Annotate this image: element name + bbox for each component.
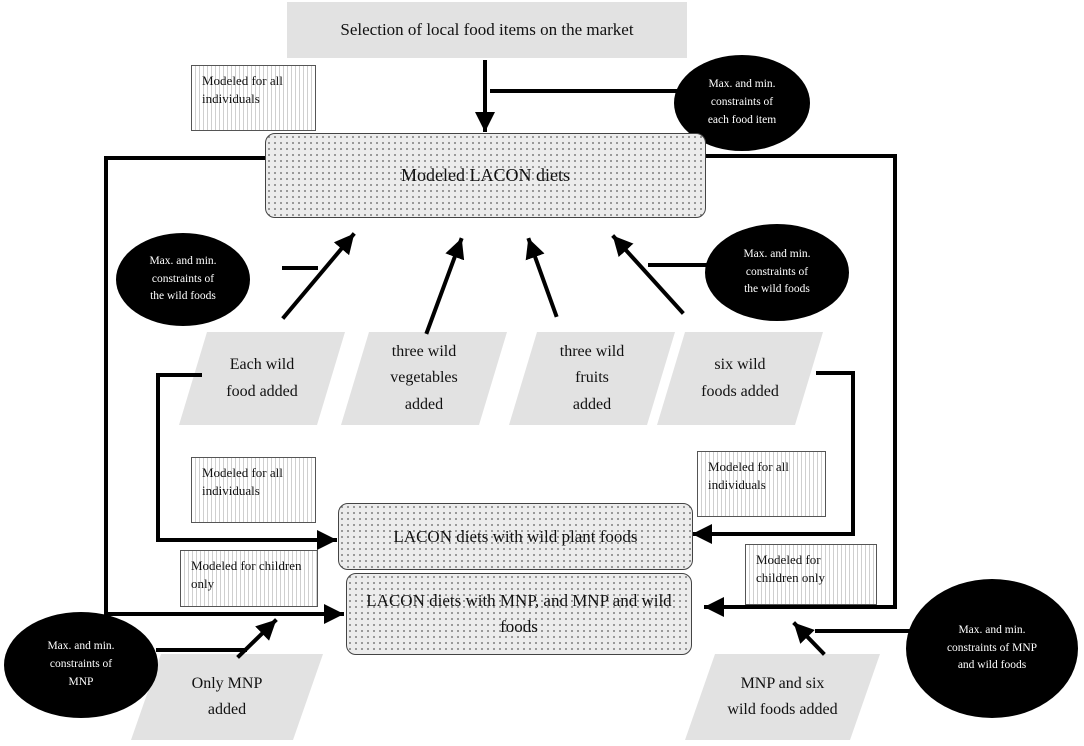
market-selection-box: Selection of local food items on the mar… <box>287 2 687 58</box>
lacon-mnp-label: LACON diets with MNP, and MNP and wild f… <box>366 590 672 636</box>
scenario-shape-mnp-six <box>685 654 880 740</box>
note-modeled-children-left: Modeled for children only <box>180 550 318 607</box>
market-selection-label: Selection of local food items on the mar… <box>340 20 634 39</box>
scenario-six-wild-label: six wild foods added <box>701 356 779 400</box>
modeled-lacon-diets-box: Modeled LACON diets <box>265 133 706 218</box>
arrow-outer-left-to-mnp <box>104 156 344 624</box>
scenario-three-vegetables-label: three wild vegetables added <box>390 342 458 413</box>
arrow-three-veg-to-main <box>424 237 465 335</box>
note-modeled-all-mid-left-text: Modeled for all individuals <box>202 465 283 498</box>
note-modeled-children-right-text: Modeled for children only <box>756 552 825 585</box>
constraints-wild-left-ellipse: Max. and min. constraints of the wild fo… <box>116 233 250 326</box>
lacon-mnp-box: LACON diets with MNP, and MNP and wild f… <box>346 573 692 655</box>
constraints-wild-left-text: Max. and min. constraints of the wild fo… <box>149 254 217 303</box>
scenario-only-mnp-label: Only MNP added <box>191 674 263 718</box>
note-modeled-all-mid-left: Modeled for all individuals <box>191 457 316 523</box>
scenario-each-wild-label: Each wild food added <box>226 356 298 400</box>
note-modeled-children-right: Modeled for children only <box>745 544 877 605</box>
constraints-mnp-ellipse: Max. and min. constraints of MNP <box>4 612 158 718</box>
arrow-mnp-six-to-mnp-box <box>792 621 826 656</box>
scenario-six-wild: six wild foods added <box>657 332 823 425</box>
scenario-only-mnp: Only MNP added <box>131 654 323 740</box>
constraints-mnp-wild-text: Max. and min. constraints of MNP and wil… <box>946 623 1038 672</box>
scenario-three-vegetables: three wild vegetables added <box>341 332 507 425</box>
lacon-wild-plant-foods-label: LACON diets with wild plant foods <box>393 526 638 546</box>
scenario-each-wild: Each wild food added <box>179 332 345 425</box>
arrow-left-loop-to-wild <box>156 373 337 550</box>
constraints-food-item-text: Max. and min. constraints of each food i… <box>707 78 777 126</box>
arrow-each-wild-to-main <box>281 232 356 320</box>
note-modeled-all-mid-right: Modeled for all individuals <box>697 451 826 517</box>
arrow-three-fruits-to-main <box>525 237 559 318</box>
constraints-wild-right-text: Max. and min. constraints of the wild fo… <box>743 247 811 296</box>
modeled-lacon-diets-label: Modeled LACON diets <box>401 165 570 185</box>
scenario-shape-six-wild <box>657 332 823 425</box>
scenario-shape-three-fruits <box>509 332 675 425</box>
constraints-mnp-text: Max. and min. constraints of MNP <box>47 640 115 688</box>
scenario-three-fruits-label: three wild fruits added <box>559 342 625 413</box>
lacon-wild-plant-foods-box: LACON diets with wild plant foods <box>338 503 693 570</box>
arrow-six-wild-to-main <box>611 234 685 315</box>
arrow-outer-right-to-mnp <box>702 154 897 617</box>
arrow-right-loop-to-wild <box>692 371 855 544</box>
note-modeled-all-top: Modeled for all individuals <box>191 65 316 131</box>
scenario-mnp-six-wild: MNP and six wild foods added <box>685 654 880 740</box>
scenario-shape-only-mnp <box>131 654 323 740</box>
constraints-mnp-wild-ellipse: Max. and min. constraints of MNP and wil… <box>906 579 1078 718</box>
note-modeled-all-mid-right-text: Modeled for all individuals <box>708 459 789 492</box>
scenario-shape-each-wild <box>179 332 345 425</box>
constraints-wild-right-ellipse: Max. and min. constraints of the wild fo… <box>705 224 849 321</box>
scenario-shape-three-vegetables <box>341 332 507 425</box>
note-modeled-all-top-text: Modeled for all individuals <box>202 73 283 106</box>
note-modeled-children-left-text: Modeled for children only <box>191 558 302 591</box>
scenario-three-fruits: three wild fruits added <box>509 332 675 425</box>
scenario-mnp-six-wild-label: MNP and six wild foods added <box>727 674 838 718</box>
